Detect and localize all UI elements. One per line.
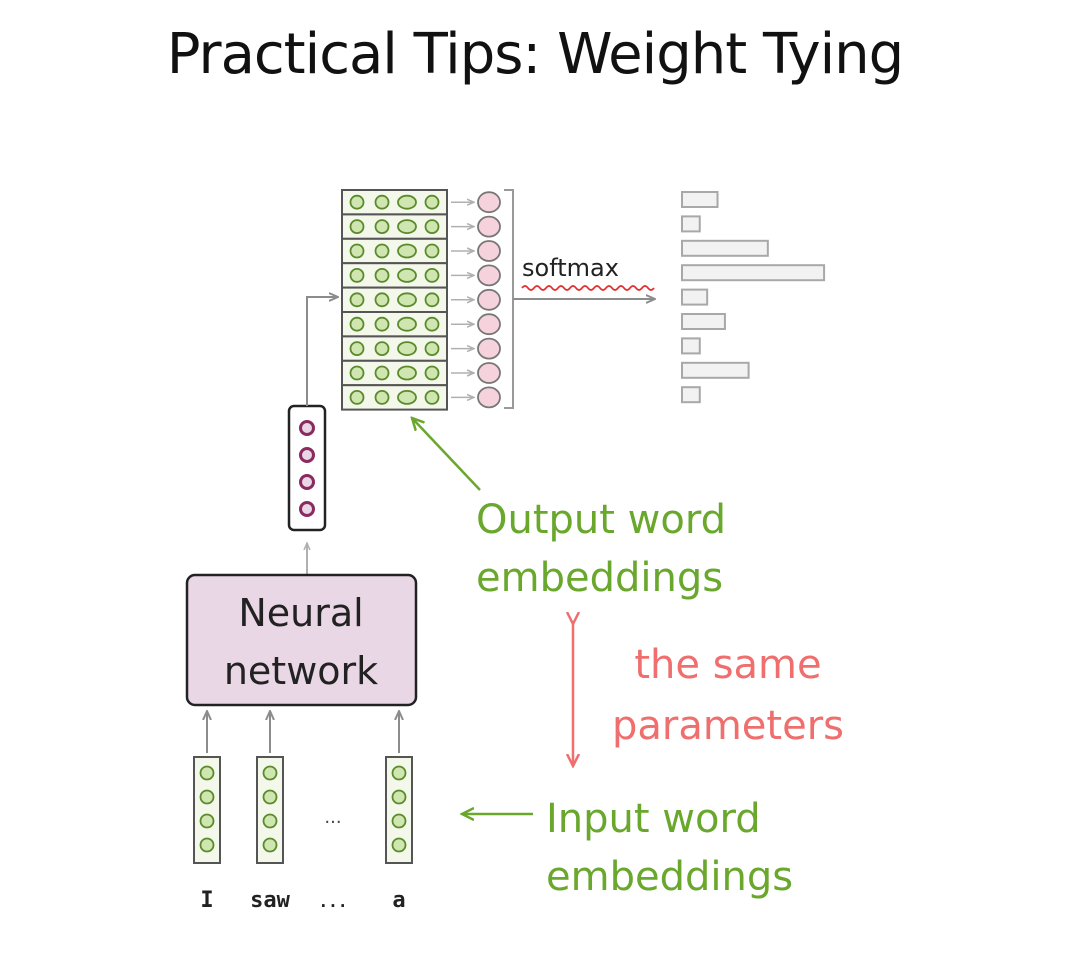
- logit-unit: [477, 215, 501, 238]
- output-embeddings-label-line1: Output word: [476, 497, 726, 543]
- embedding-unit: [424, 365, 440, 381]
- hidden-unit: [299, 501, 315, 517]
- output-embedding-matrix: [341, 189, 474, 411]
- embedding-unit: [374, 389, 390, 405]
- embedding-unit: [397, 243, 417, 259]
- probability-bar: [681, 313, 726, 330]
- embedding-unit: [424, 194, 440, 210]
- input-embedding-unit: [262, 765, 278, 781]
- embedding-unit: [374, 316, 390, 332]
- logit-unit: [477, 191, 501, 214]
- softmax-distribution: [681, 191, 826, 404]
- softmax-squiggle: [521, 285, 655, 291]
- embedding-unit: [424, 292, 440, 308]
- embedding-unit: [374, 219, 390, 235]
- embedding-unit: [424, 389, 440, 405]
- logit-unit: [477, 264, 501, 287]
- embedding-unit: [424, 316, 440, 332]
- slide-title: Practical Tips: Weight Tying: [166, 22, 904, 87]
- input-embedding-unit: [391, 837, 407, 853]
- embedding-unit: [374, 194, 390, 210]
- embedding-unit: [424, 267, 440, 283]
- probability-bar: [681, 239, 769, 257]
- embedding-unit: [374, 243, 390, 259]
- logits-bracket: [504, 189, 514, 409]
- embedding-unit: [397, 219, 417, 235]
- network-label-line2: network: [224, 649, 378, 693]
- input-token-label: I: [200, 888, 213, 913]
- input-embedding-unit: [391, 813, 407, 829]
- embedding-unit: [424, 219, 440, 235]
- input-embedding-unit: [199, 837, 215, 853]
- probability-bar: [681, 386, 701, 404]
- softmax-label: softmax: [522, 254, 619, 282]
- embedding-unit: [349, 219, 365, 235]
- hidden-state-units: [299, 420, 315, 517]
- embedding-unit: [374, 267, 390, 283]
- input-embedding-unit: [199, 789, 215, 805]
- hidden-unit: [299, 420, 315, 436]
- input-ellipsis: ...: [324, 807, 341, 828]
- embedding-unit: [397, 267, 417, 283]
- neural-network-box: [185, 573, 418, 707]
- embedding-unit: [397, 194, 417, 210]
- embedding-unit: [374, 292, 390, 308]
- embedding-unit: [374, 365, 390, 381]
- probability-bar: [681, 288, 709, 306]
- embedding-unit: [397, 365, 417, 381]
- logit-unit: [477, 362, 501, 384]
- logit-unit: [477, 288, 501, 311]
- input-embedding-unit: [262, 813, 278, 829]
- input-embedding-unit: [262, 789, 278, 805]
- embedding-unit: [374, 341, 390, 357]
- output-logits-column: [477, 191, 501, 409]
- probability-bar: [681, 361, 750, 379]
- embedding-unit: [424, 341, 440, 357]
- embedding-unit: [397, 316, 417, 332]
- input-embedding-unit: [262, 837, 278, 853]
- input-token-label: a: [392, 888, 405, 913]
- probability-bar: [681, 191, 719, 208]
- network-label-line1: Neural: [238, 591, 363, 635]
- input-embedding-unit: [391, 789, 407, 805]
- embedding-unit: [424, 243, 440, 259]
- same-parameters-label-line2: parameters: [612, 703, 844, 749]
- hidden-to-output-arrow: [306, 297, 338, 406]
- embedding-unit: [397, 292, 417, 308]
- input-embedding-unit: [391, 765, 407, 781]
- input-token-label: ...: [319, 892, 348, 911]
- logit-unit: [477, 313, 501, 336]
- embedding-unit: [349, 316, 365, 332]
- embedding-unit: [349, 243, 365, 259]
- hidden-unit: [299, 474, 315, 490]
- output-embeddings-label-line2: embeddings: [476, 555, 723, 601]
- logit-unit: [477, 386, 501, 409]
- hidden-unit: [299, 447, 315, 463]
- embedding-unit: [349, 389, 365, 405]
- embedding-unit: [397, 389, 417, 405]
- probability-bar: [681, 337, 701, 355]
- embedding-unit: [349, 194, 365, 210]
- embedding-unit: [349, 341, 365, 357]
- logit-unit: [477, 240, 501, 262]
- probability-bar: [681, 264, 826, 282]
- embedding-unit: [349, 292, 365, 308]
- embedding-unit: [397, 341, 417, 357]
- logit-unit: [477, 337, 501, 360]
- output-embeddings-pointer-arrow: [412, 418, 481, 491]
- same-parameters-label-line1: the same: [634, 642, 821, 688]
- input-embeddings-label-line1: Input word: [546, 796, 761, 842]
- probability-bar: [681, 215, 701, 233]
- embedding-unit: [349, 365, 365, 381]
- input-embedding-unit: [199, 813, 215, 829]
- embedding-unit: [349, 267, 365, 283]
- input-token-label: saw: [250, 888, 290, 913]
- input-embedding-unit: [199, 765, 215, 781]
- input-embeddings-label-line2: embeddings: [546, 854, 793, 900]
